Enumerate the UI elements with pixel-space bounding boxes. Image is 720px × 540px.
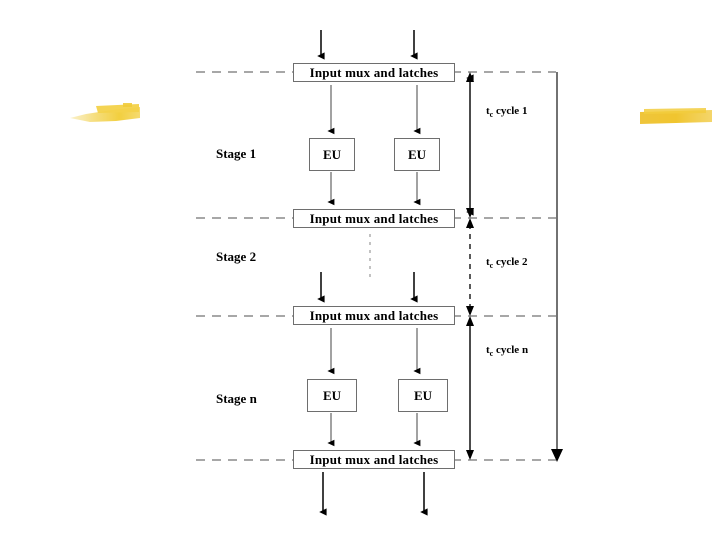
cycle-label-1: tc cycle 1 (486, 106, 527, 119)
output-arrows (319, 472, 428, 516)
total-pipeline-span (551, 72, 563, 462)
latch-box-label: Input mux and latches (309, 64, 439, 80)
eu-box-stage1-left[interactable]: EU (309, 138, 355, 171)
stage-label-1: Stage 1 (216, 146, 257, 161)
stage-label-2: Stage 2 (216, 249, 257, 264)
latch-box-4[interactable]: Input mux and latches (293, 450, 455, 469)
cycle-label-prefix: t (486, 344, 490, 356)
latch-box-label: Input mux and latches (309, 307, 439, 323)
cycle-label-suffix: cycle 1 (493, 105, 528, 117)
eu-box-label: EU (407, 146, 427, 162)
span-cycle-2-heads (466, 218, 474, 316)
total-span-head (551, 449, 563, 462)
eu-box-stage1-right[interactable]: EU (394, 138, 440, 171)
stage1-arrows (327, 85, 421, 206)
latch-box-2[interactable]: Input mux and latches (293, 209, 455, 228)
cycle-label-prefix: t (486, 105, 490, 117)
stage2-arrows (317, 272, 418, 303)
highlight-right (640, 108, 712, 124)
eu-box-label: EU (322, 146, 342, 162)
cycle-span-arrows (466, 72, 474, 460)
stage-label-n: Stage n (216, 391, 257, 406)
input-arrows (317, 30, 418, 60)
cycle-label-suffix: cycle 2 (493, 256, 528, 268)
latch-box-1[interactable]: Input mux and latches (293, 63, 455, 82)
eu-box-label: EU (322, 387, 342, 403)
eu-box-stagen-left[interactable]: EU (307, 379, 357, 412)
eu-box-label: EU (413, 387, 433, 403)
latch-box-3[interactable]: Input mux and latches (293, 306, 455, 325)
latch-box-label: Input mux and latches (309, 210, 439, 226)
cycle-label-subscript: c (489, 110, 494, 120)
highlight-left (70, 103, 140, 122)
eu-box-stagen-right[interactable]: EU (398, 379, 448, 412)
cycle-label-subscript: c (489, 349, 494, 359)
cycle-label-suffix: cycle n (493, 344, 529, 356)
cycle-label-n: tc cycle n (486, 345, 528, 358)
latch-box-label: Input mux and latches (309, 451, 439, 467)
cycle-label-prefix: t (486, 256, 490, 268)
stagen-arrows (327, 328, 421, 447)
cycle-label-2: tc cycle 2 (486, 257, 527, 270)
cycle-label-subscript: c (489, 261, 494, 271)
